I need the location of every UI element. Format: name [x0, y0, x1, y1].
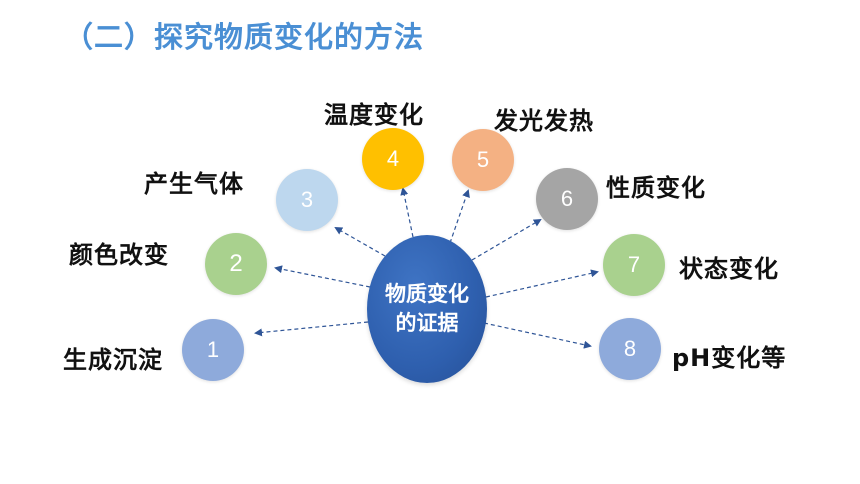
node-6-number: 6	[560, 186, 574, 211]
center-node-text: 物质变化的证据	[385, 282, 469, 335]
node-2-number: 2	[229, 250, 243, 277]
node-1-label: 生成沉淀	[63, 346, 163, 374]
node-3-circle: 3	[276, 169, 338, 231]
node-7-circle: 7	[603, 234, 665, 296]
node-8-circle: 8	[599, 318, 661, 380]
node-8-label: pH变化等	[672, 344, 787, 372]
node-2-circle: 2	[205, 233, 267, 295]
node-2-label: 颜色改变	[69, 241, 169, 269]
page-title: （二）探究物质变化的方法	[64, 20, 425, 54]
node-4-circle: 4	[362, 128, 424, 190]
node-6-label: 性质变化	[606, 174, 706, 202]
node-5-label: 发光发热	[494, 107, 594, 135]
node-6-circle: 6	[536, 168, 598, 230]
arrow-to-node-8	[483, 322, 592, 349]
node-4-label: 温度变化	[324, 101, 424, 129]
node-1-circle: 1	[182, 319, 244, 381]
arrow-to-node-6	[471, 218, 542, 261]
arrow-to-node-1	[254, 321, 369, 337]
arrow-to-node-5	[449, 189, 470, 244]
arrow-to-node-7	[485, 269, 599, 298]
node-3-number: 3	[300, 187, 314, 212]
node-8-number: 8	[623, 336, 637, 361]
arrow-to-node-4	[400, 187, 414, 238]
node-5-number: 5	[476, 147, 490, 172]
node-3-label: 产生气体	[144, 170, 244, 198]
center-node: 物质变化的证据	[367, 235, 487, 383]
node-7-number: 7	[627, 252, 641, 277]
node-7-label: 状态变化	[679, 255, 779, 283]
node-4-number: 4	[386, 146, 400, 171]
node-5-circle: 5	[452, 129, 514, 191]
node-1-number: 1	[206, 337, 220, 362]
arrow-to-node-2	[274, 265, 371, 288]
arrow-to-node-3	[334, 227, 386, 257]
